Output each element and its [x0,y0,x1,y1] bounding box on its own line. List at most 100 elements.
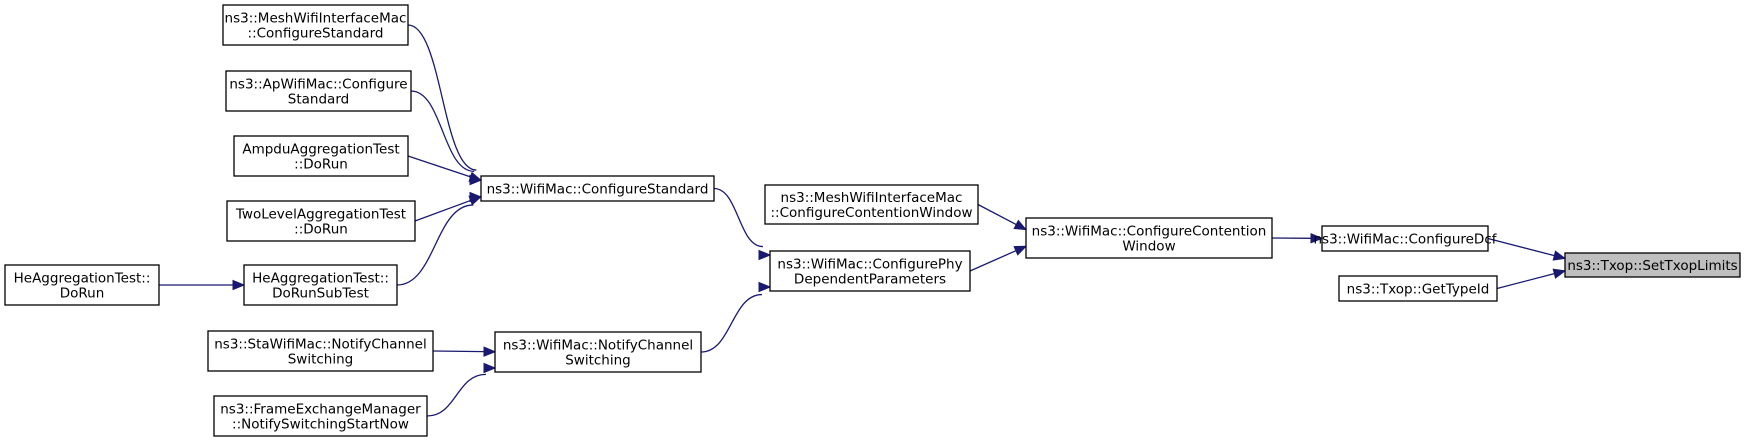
node-he-do-run[interactable]: HeAggregationTest::DoRun [4,264,160,306]
arrowhead-icon [232,279,246,291]
node-label: ns3::WifiMac::ConfigurePhy [777,257,962,273]
node-wifimac-configure-standard[interactable]: ns3::WifiMac::ConfigureStandard [480,175,715,202]
edge-line [396,204,474,286]
edge-configure_contention_window-to-configure_dcf [1271,233,1324,244]
node-box [233,135,409,177]
node-box [1321,225,1489,252]
edge-line [407,155,471,178]
node-fem-notify-switching-start-now[interactable]: ns3::FrameExchangeManager::NotifySwitchi… [213,395,428,437]
node-box [480,175,715,202]
node-label: ns3::WifiMac::ConfigureDcf [1313,232,1497,248]
arrowhead-icon [1013,245,1028,256]
node-configure-dcf[interactable]: ns3::WifiMac::ConfigureDcf [1313,225,1498,252]
node-txop-get-type-id[interactable]: ns3::Txop::GetTypeId [1338,275,1498,302]
node-box [222,4,409,46]
node-label: ::ConfigureStandard [248,26,384,42]
edge-wifimac_configure_standard-to-configure_phy_dependent_parameters [713,187,772,261]
node-label: ::DoRun [294,157,348,173]
node-mesh-configure-contention-window[interactable]: ns3::MeshWifiInterfaceMac::ConfigureCont… [764,184,979,225]
node-box [243,264,398,306]
node-label: ::NotifySwitchingStartNow [232,417,409,433]
node-label: ns3::Txop::GetTypeId [1347,282,1490,298]
edges-layer [159,24,1567,417]
edge-he_do_run-to-he_do_run_subtest [159,279,246,291]
arrowhead-icon [1552,250,1567,261]
arrowhead-icon [1552,268,1567,279]
node-box [1338,275,1498,302]
edge-he_do_run_subtest-to-wifimac_configure_standard [396,191,483,286]
edge-line [432,350,485,353]
node-mesh-configure-standard[interactable]: ns3::MeshWifiInterfaceMac::ConfigureStan… [222,4,409,46]
node-box [769,250,971,292]
node-box [213,395,428,437]
node-ap-configure-standard[interactable]: ns3::ApWifiMac::ConfigureStandard [225,70,412,112]
node-box [207,330,434,372]
node-set-txop-limits[interactable]: ns3::Txop::SetTxopLimits [1564,252,1741,278]
node-twolevel-do-run[interactable]: TwoLevelAggregationTest::DoRun [226,200,416,242]
edge-fem_notify_switching_start_now-to-wifimac_notify_channel_switching [426,362,497,417]
node-ampdu-do-run[interactable]: AmpduAggregationTest::DoRun [233,135,409,177]
node-label: ns3::FrameExchangeManager [220,402,421,418]
edge-txop_get_type_id-to-set_txop_limits [1496,268,1567,290]
edge-mesh_configure_contention_window-to-configure_contention_window [977,203,1028,231]
node-label: Switching [288,352,354,368]
node-label: Window [1122,239,1175,255]
node-label: DoRun [60,286,105,302]
node-label: AmpduAggregationTest [242,142,399,158]
node-box [225,70,412,112]
edge-ampdu_do_run-to-wifimac_configure_standard [407,155,483,182]
node-box [226,200,416,242]
node-label: ns3::Txop::SetTxopLimits [1567,258,1737,274]
node-label: TwoLevelAggregationTest [235,207,406,223]
edge-line [426,373,487,417]
node-configure-phy-dependent-parameters[interactable]: ns3::WifiMac::ConfigurePhyDependentParam… [769,250,971,292]
node-label: ns3::StaWifiMac::NotifyChannel [214,337,427,353]
edge-mesh_configure_standard-to-wifimac_configure_standard [407,24,483,186]
node-label: HeAggregationTest:: [14,271,151,287]
arrowhead-icon [1013,219,1028,231]
node-label: ns3::MeshWifiInterfaceMac [781,190,963,206]
node-box [1564,252,1741,278]
node-label: ns3::WifiMac::ConfigureStandard [487,182,709,198]
edge-line [1487,237,1555,257]
node-label: ::DoRun [294,222,348,238]
edge-sta_notify_channel_switching-to-wifimac_notify_channel_switching [432,346,497,357]
edge-line [713,187,763,248]
node-label: DependentParameters [794,272,946,288]
edge-ap_configure_standard-to-wifimac_configure_standard [410,90,483,186]
node-label: DoRunSubTest [272,286,369,302]
arrowhead-icon [469,191,483,203]
arrowhead-icon [758,249,772,261]
node-configure-contention-window[interactable]: ns3::WifiMac::ConfigureContentionWindow [1025,217,1273,259]
edge-line [414,199,471,222]
node-box [1025,217,1273,259]
node-box [494,331,702,373]
node-label: ns3::MeshWifiInterfaceMac [225,11,407,27]
edge-line [410,90,475,173]
arrowhead-icon [1310,233,1324,244]
node-label: Standard [288,92,349,108]
nodes-layer: ns3::Txop::SetTxopLimits ns3::WifiMac::Co… [4,4,1741,437]
node-box [4,264,160,306]
edge-line [700,293,763,353]
edge-configure_dcf-to-set_txop_limits [1487,237,1567,261]
arrowhead-icon [468,171,483,182]
arrowhead-icon [483,346,497,357]
edge-line [1496,273,1555,290]
node-label: HeAggregationTest:: [252,271,389,287]
edge-line [969,250,1017,272]
edge-configure_phy_dependent_parameters-to-configure_contention_window [969,245,1028,272]
node-box [764,184,979,225]
node-label: ns3::WifiMac::NotifyChannel [503,338,693,354]
node-label: Switching [565,353,631,369]
node-label: ::ConfigureContentionWindow [770,205,972,221]
edge-line [407,24,477,171]
edge-wifimac_notify_channel_switching-to-configure_phy_dependent_parameters [700,281,772,353]
node-label: ns3::ApWifiMac::Configure [229,77,407,93]
node-label: ns3::WifiMac::ConfigureContention [1032,224,1267,240]
node-he-do-run-subtest[interactable]: HeAggregationTest::DoRunSubTest [243,264,398,306]
edge-line [977,203,1017,226]
